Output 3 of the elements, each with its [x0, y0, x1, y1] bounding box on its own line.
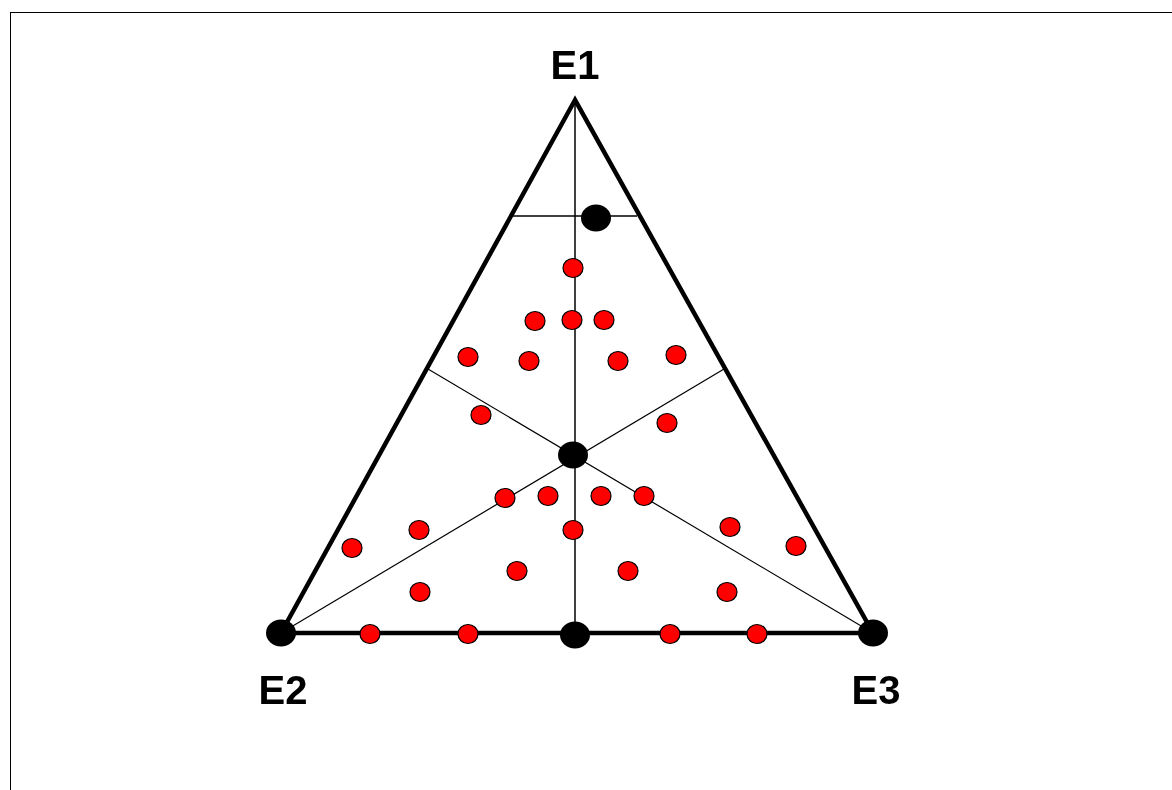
vertex-label: E3 [851, 668, 901, 712]
vertex-label: E1 [550, 43, 600, 87]
vertex-label: E2 [258, 668, 308, 712]
